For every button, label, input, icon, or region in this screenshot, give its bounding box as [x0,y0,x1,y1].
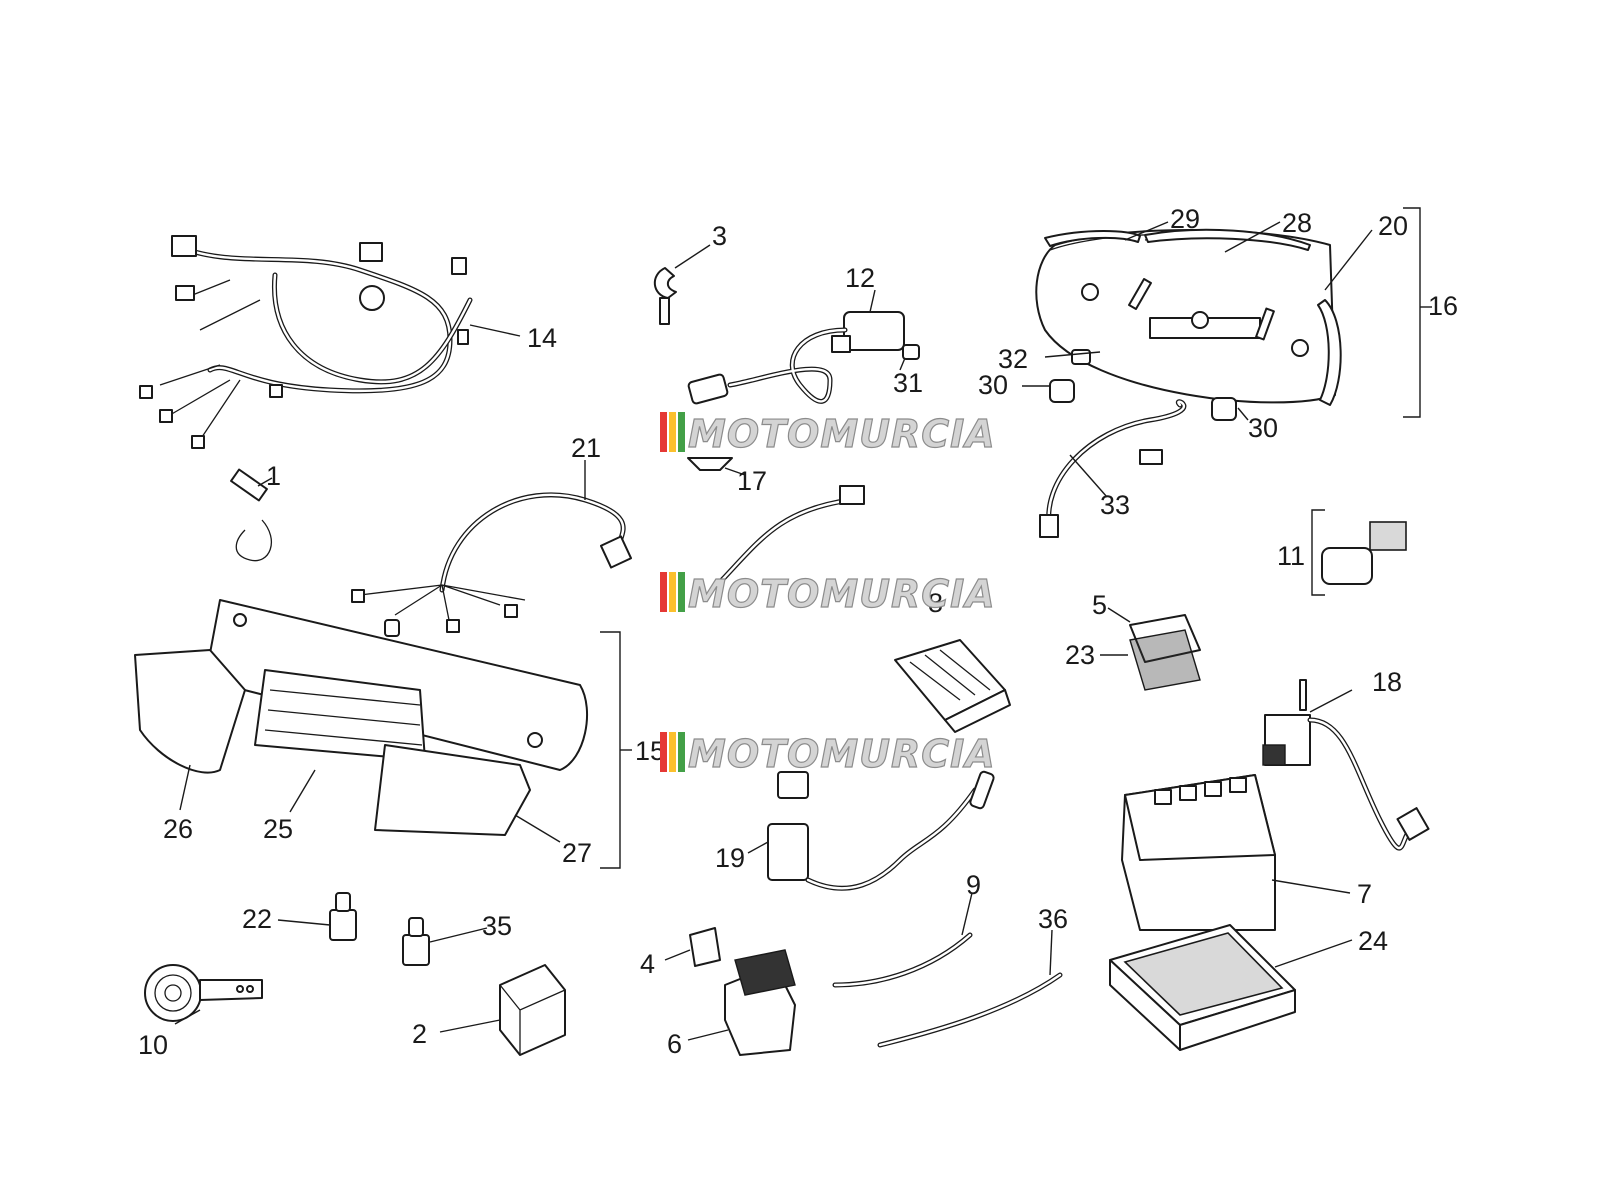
watermark-stripe-yellow [669,732,676,772]
callout-19: 19 [715,843,745,873]
relay-with-cap [1129,614,1201,691]
callout-4: 4 [640,949,655,979]
stop-switch [230,468,272,562]
callout-33: 33 [1100,490,1130,520]
clamp [653,267,677,325]
watermark-text: MOTOMURCIA [688,412,996,456]
callout-25: 25 [263,814,293,844]
battery [1121,774,1276,931]
callout-20: 20 [1378,211,1408,241]
watermark-stripe-red [660,572,667,612]
ground-cable [832,932,1063,1048]
callout-16: 16 [1428,291,1458,321]
watermark-stripe-green [678,412,685,452]
watermark-stripe-green [678,732,685,772]
sensor-with-cable [1262,679,1430,851]
battery-tray [1109,924,1296,1051]
tail-light-assembly [1035,228,1342,538]
callout-14: 14 [527,323,557,353]
callout-35: 35 [482,911,512,941]
watermark-stripe-green [678,572,685,612]
callout-7: 7 [1357,879,1372,909]
callout-21: 21 [571,433,601,463]
watermark-stripe-red [660,732,667,772]
watermark-3: MOTOMURCIA [660,731,996,777]
fuse-holder-cable [767,770,995,891]
callout-27: 27 [562,838,592,868]
callout-5: 5 [1092,590,1107,620]
flasher-relay [499,964,566,1056]
callout-6: 6 [667,1029,682,1059]
watermark-2: MOTOMURCIA [660,571,996,617]
callout-30-left: 30 [978,370,1008,400]
callout-10: 10 [138,1030,168,1060]
leader-lines [174,207,1432,1041]
callout-2: 2 [412,1019,427,1049]
callout-8: 8 [928,588,943,618]
connector-cap [1321,521,1407,585]
callout-23: 23 [1065,640,1095,670]
voltage-regulator [894,639,1011,733]
bulb [329,892,430,966]
callout-18: 18 [1372,667,1402,697]
ignition-coil [687,311,920,471]
watermark-1: MOTOMURCIA [660,411,996,457]
callout-12: 12 [845,263,875,293]
main-wiring-harness [139,235,473,449]
callout-29: 29 [1170,204,1200,234]
callout-31: 31 [893,368,923,398]
horn [144,964,263,1022]
connecting-cable [719,485,865,583]
callout-30-right: 30 [1248,413,1278,443]
callout-17: 17 [737,466,767,496]
callout-24: 24 [1358,926,1388,956]
callout-3: 3 [712,221,727,251]
callout-36: 36 [1038,904,1068,934]
callout-9: 9 [966,870,981,900]
watermark-stripe-red [660,412,667,452]
headlight-assembly [134,599,588,836]
callout-11: 11 [1277,541,1305,571]
callout-22: 22 [242,904,272,934]
callout-28: 28 [1282,208,1312,238]
callout-labels: 1 2 3 4 5 6 7 8 9 10 11 12 14 15 16 17 1… [138,204,1458,1060]
watermark-stripe-yellow [669,412,676,452]
watermark-text: MOTOMURCIA [688,732,996,776]
front-wiring-harness [351,492,633,637]
watermark-stripe-yellow [669,572,676,612]
callout-32: 32 [998,344,1028,374]
watermark-text: MOTOMURCIA [688,572,996,616]
callout-26: 26 [163,814,193,844]
fuse-and-relay-block [689,927,796,1056]
callout-1: 1 [266,461,281,491]
